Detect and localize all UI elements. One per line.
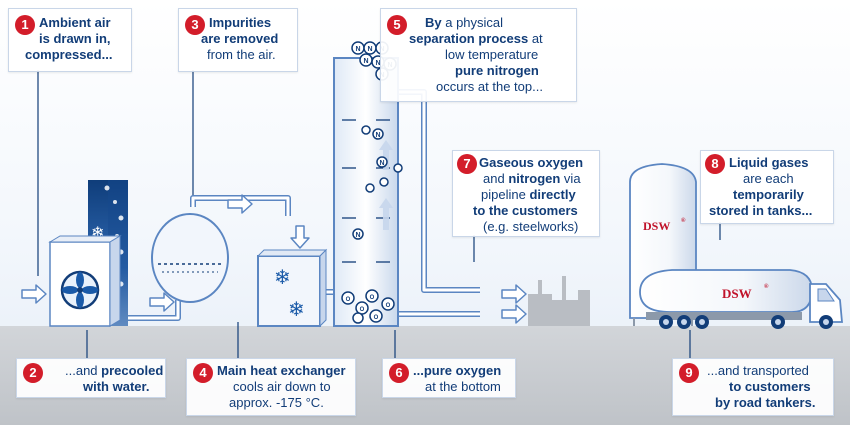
step-7-line-5: (e.g. steelworks) [483,219,579,234]
tanker-truck: DSW ® [639,269,843,329]
svg-text:❄: ❄ [274,267,291,289]
step-4-line-3: approx. -175 °C. [229,395,324,410]
svg-text:®: ® [764,283,769,290]
svg-text:N: N [363,58,368,65]
step-1-callout: 1 Ambient air is drawn in, compressed... [8,8,132,72]
svg-text:N: N [355,46,360,53]
svg-text:N: N [375,132,380,139]
step-5-line-2a: separation process [409,31,529,46]
step-7-line-3a: pipeline [481,187,530,202]
step-1-line-3: compressed... [25,47,113,62]
step-9-line-2: to customers [729,379,811,394]
step-8-line-2: are each [743,171,794,186]
svg-text:O: O [374,315,379,321]
step-2-line-1b: precooled [101,363,164,378]
step-9-badge: 9 [679,363,699,383]
step-7-callout: 7 Gaseous oxygen and nitrogen via pipeli… [452,150,600,237]
step-7-line-2c: via [560,171,581,186]
step-7-line-3b: directly [529,187,576,202]
step-5-line-4: pure nitrogen [455,63,539,78]
heat-exchanger: ❄ ❄ [256,248,328,328]
step-3-line-1: Impurities [209,15,272,30]
flow-arrows [21,194,527,324]
svg-text:DSW: DSW [643,219,670,233]
step-5-line-2b: at [528,31,543,46]
svg-text:DSW: DSW [722,286,752,301]
step-4-badge: 4 [193,363,213,383]
svg-text:N: N [379,160,384,167]
step-3-line-2: are removed [201,31,279,46]
factory-silhouette [528,276,590,326]
step-6-line-1: ...pure oxygen [413,363,502,378]
step-7-line-2b: nitrogen [508,171,561,186]
svg-text:O: O [370,295,375,301]
step-6-badge: 6 [389,363,409,383]
step-8-line-1: Liquid gases [729,155,809,170]
leader-lines [37,65,721,358]
step-9-callout: 9 ...and transported to customers by roa… [672,358,834,416]
step-6-line-2: at the bottom [425,379,501,394]
step-3-line-3: from the air. [207,47,276,62]
svg-text:O: O [386,303,391,309]
step-6-callout: 6 ...pure oxygen at the bottom [382,358,516,398]
step-5-line-3: low temperature [445,47,539,62]
step-8-line-3: temporarily [733,187,804,202]
compressor [48,235,122,327]
step-9-line-3: by road tankers. [715,395,816,410]
step-9-line-1: ...and transported [707,363,809,378]
step-2-line-2: with water. [83,379,150,394]
svg-text:®: ® [681,217,686,224]
step-4-line-2: cools air down to [233,379,331,394]
step-5-line-5: occurs at the top... [436,79,543,94]
step-3-badge: 3 [185,15,205,35]
step-7-line-1: Gaseous oxygen [479,155,584,170]
step-8-callout: 8 Liquid gases are each temporarily stor… [700,150,834,224]
step-5-line-1b: a physical [441,15,504,30]
step-7-line-4: to the customers [473,203,578,218]
step-2-line-1a: ...and [65,363,102,378]
step-5-callout: 5 By a physical separation process at lo… [380,8,577,102]
svg-text:❄: ❄ [288,299,305,321]
step-4-callout: 4 Main heat exchanger cools air down to … [186,358,356,416]
step-4-line-1: Main heat exchanger [217,363,346,378]
step-7-line-2a: and [483,171,509,186]
svg-text:O: O [346,297,351,303]
svg-text:O: O [360,307,365,313]
svg-text:N: N [355,232,360,239]
svg-text:N: N [375,60,380,67]
step-8-line-4: stored in tanks... [709,203,813,218]
purifier-vessel [151,213,229,303]
step-5-badge: 5 [387,15,407,35]
step-1-badge: 1 [15,15,35,35]
step-1-line-2: is drawn in, [39,31,111,46]
step-1-line-1: Ambient air [39,15,111,30]
svg-text:N: N [367,46,372,53]
step-3-callout: 3 Impurities are removed from the air. [178,8,298,72]
step-7-badge: 7 [457,154,477,174]
step-5-line-1a: By [425,15,442,30]
step-2-callout: 2 ...and precooled with water. [16,358,166,398]
step-8-badge: 8 [705,154,725,174]
step-2-badge: 2 [23,363,43,383]
